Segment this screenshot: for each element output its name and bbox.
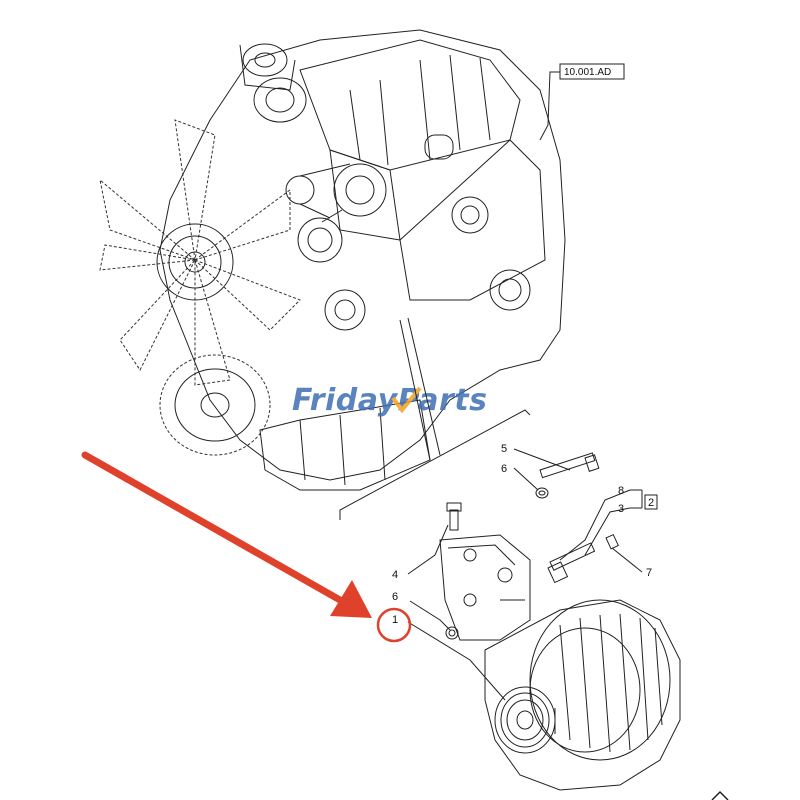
bracket-icon [439, 534, 531, 641]
callout-8[interactable]: 8 [618, 485, 624, 497]
watermark-logo: FridayParts [292, 383, 487, 418]
turbo-icon [239, 43, 307, 123]
highlight-arrowhead-icon [330, 580, 372, 618]
highlight-annotation [81, 451, 412, 643]
bolt-icon [539, 452, 600, 479]
callout-leaders [407, 448, 643, 701]
callout-6-lower[interactable]: 6 [392, 591, 398, 603]
chevron-up-icon [711, 790, 729, 800]
fan-icon [99, 119, 301, 386]
reference-code: 10.001.AD [564, 67, 611, 78]
nut-icon [535, 487, 549, 499]
reference-leader [539, 71, 560, 141]
reference-box[interactable]: 10.001.AD [559, 63, 625, 80]
bolt-icon-3 [547, 533, 619, 584]
callouts: 5 6 8 2 3 4 7 6 1 [392, 443, 658, 626]
svg-text:FridayParts: FridayParts [292, 383, 487, 418]
highlight-arrow [81, 451, 344, 604]
callout-7[interactable]: 7 [646, 567, 652, 579]
callout-4[interactable]: 4 [392, 569, 398, 581]
engine-illustration [159, 29, 566, 491]
watermark-part2: Parts [398, 383, 488, 418]
callout-5[interactable]: 5 [501, 443, 507, 455]
callout-1[interactable]: 1 [392, 614, 398, 626]
watermark-check-icon [391, 386, 422, 414]
watermark-part1: Friday [292, 383, 399, 418]
bolt-icon-4 [446, 502, 462, 531]
callout-2-box[interactable]: 2 [644, 494, 658, 510]
highlight-circle [376, 607, 412, 643]
callout-3[interactable]: 3 [618, 503, 624, 515]
flywheel-icon [159, 354, 271, 456]
callout-6-upper[interactable]: 6 [501, 463, 507, 475]
alternator-icon [484, 599, 681, 791]
detail-bracket [339, 317, 531, 520]
nut-icon-lower [445, 626, 459, 640]
callout-2: 2 [648, 497, 654, 509]
